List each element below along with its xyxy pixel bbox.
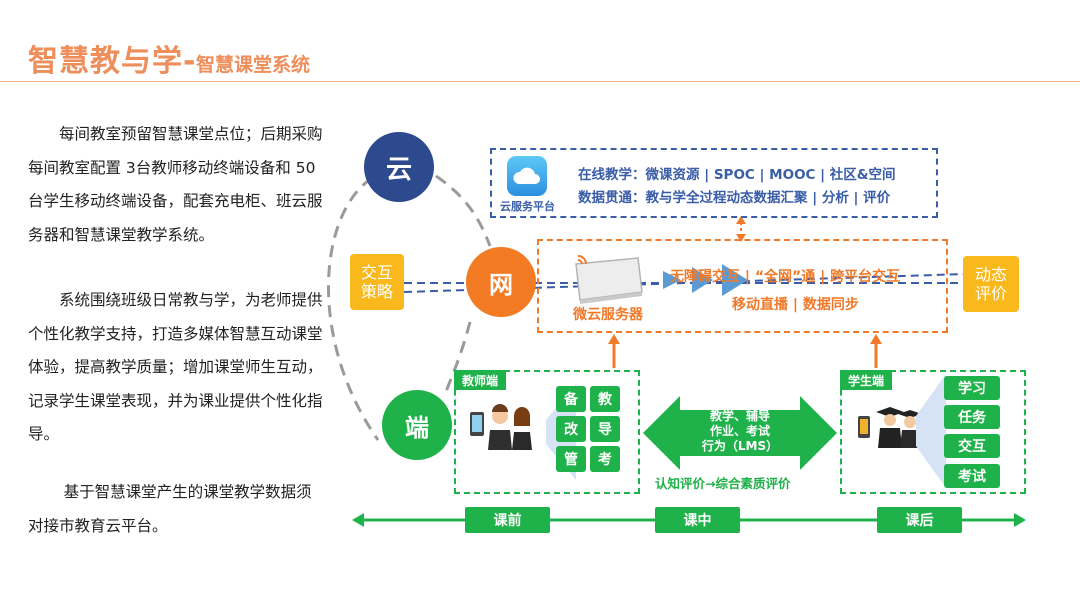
timeline-left-arrowhead [352,513,364,527]
paragraph-3: 基于智慧课堂产生的课堂教学数据须对接市教育云平台。 [28,483,312,535]
middle-arrow-line-3: 行为（LMS） [701,439,779,453]
paragraph-2: 系统围绕班级日常教与学，为老师提供个性化教学支持，打造多媒体智慧互动课堂体验，提… [28,291,323,443]
page-title: 智慧教与学- [28,44,197,79]
side-label-left-line2: 策略 [360,282,393,301]
student-item-exam: 考试 [944,464,1000,488]
teacher-item-guide: 导 [590,416,620,442]
net-layer-circle: 网 [466,247,536,317]
teacher-up-arrow [608,334,620,344]
cloud-icon [507,156,547,196]
timeline-in-class: 课中 [655,507,740,533]
left-dashed-arc [327,176,380,441]
teacher-student-double-arrow [643,396,837,470]
teacher-figures-icon [468,402,538,456]
side-label-left-line1: 交互 [360,263,393,282]
evaluation-caption: 认知评价→综合素质评价 [655,476,791,491]
teacher-box [454,370,640,494]
flow-triangle-3 [722,264,748,296]
right-dashed-arc-bottom [444,321,472,393]
wifi-icon [577,255,587,265]
teacher-item-grade: 改 [556,416,586,442]
cloud-platform-box [490,148,938,218]
middle-arrow-line-2: 作业、考试 [709,424,770,438]
cloud-platform-line-1: 在线教学：微课资源 | SPOC | MOOC | 社区&空间 [578,167,896,183]
student-box [840,370,1026,494]
student-fan-shape [916,374,946,488]
side-label-right-line2: 评价 [974,284,1007,303]
micro-server-line-1: 无障碍交互 | “全网”通 | 跨平台交互 [670,269,901,285]
dynamic-evaluation-label: 动态 评价 [963,256,1019,312]
right-dashed-arc-top [435,174,492,247]
flow-triangle-2 [692,267,713,293]
teacher-item-prepare: 备 [556,386,586,412]
flow-triangle-1 [663,271,681,289]
interaction-strategy-label: 交互 策略 [350,254,404,310]
down-arrowhead [736,234,746,242]
student-item-interact: 交互 [944,434,1000,458]
side-label-right-line1: 动态 [974,265,1007,284]
cloud-layer-circle: 云 [364,132,434,202]
page-subtitle: 智慧课堂系统 [196,54,311,76]
cloud-platform-line-2: 数据贯通：教与学全过程动态数据汇聚 | 分析 | 评价 [578,190,891,206]
timeline-after-class: 课后 [877,507,962,533]
timeline-before-class: 课前 [465,507,550,533]
teacher-item-teach: 教 [590,386,620,412]
middle-arrow-text: 教学、辅导 作业、考试 行为（LMS） [680,409,800,454]
micro-server-line-2: 移动直播 | 数据同步 [732,297,859,313]
title-divider [0,81,1080,82]
student-up-arrow [870,334,882,344]
end-layer-circle: 端 [382,390,452,460]
teacher-tag: 教师端 [454,370,506,390]
middle-arrow-line-1: 教学、辅导 [709,409,770,423]
paragraph-1: 每间教室预留智慧课堂点位；后期采购每间教室配置 3台教师移动终端设备和 50 台… [28,125,323,244]
server-device-icon [568,254,648,308]
teacher-item-exam: 考 [590,446,620,472]
cloud-platform-icon-label: 云服务平台 [500,200,555,213]
teacher-item-manage: 管 [556,446,586,472]
up-arrowhead [736,216,746,224]
student-tag: 学生端 [840,370,892,390]
micro-server-label: 微云服务器 [573,307,643,323]
student-item-learn: 学习 [944,376,1000,400]
micro-server-box [537,239,948,333]
student-item-task: 任务 [944,405,1000,429]
timeline-right-arrowhead [1014,513,1026,527]
